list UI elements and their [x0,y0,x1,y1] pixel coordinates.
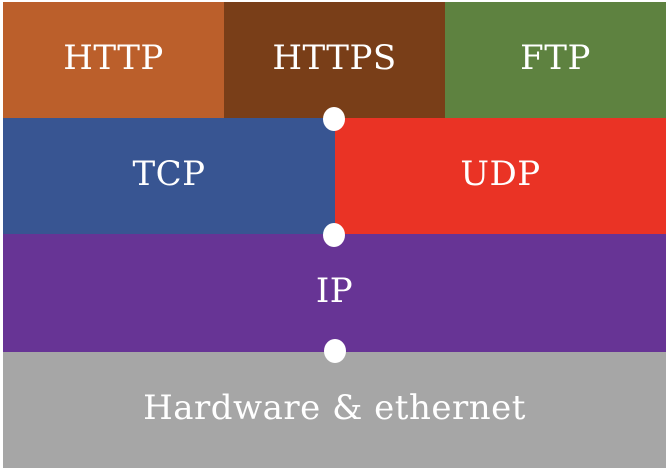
http-block: HTTP [3,2,224,118]
udp-label: UDP [460,154,541,194]
ip-block: IP [3,234,666,352]
https-block: HTTPS [224,2,445,118]
tcp-label: TCP [132,154,206,194]
tcp-block: TCP [3,118,335,234]
ftp-block: FTP [445,2,666,118]
hardware-ethernet-label: Hardware & ethernet [143,388,526,428]
ftp-label: FTP [520,38,591,78]
http-label: HTTP [63,38,164,78]
udp-block: UDP [335,118,666,234]
connector-dot [323,107,345,131]
connector-dot [323,223,345,247]
ip-label: IP [315,271,354,311]
hardware-ethernet-block: Hardware & ethernet [3,352,666,468]
https-label: HTTPS [272,38,397,78]
connector-dot [324,339,346,363]
